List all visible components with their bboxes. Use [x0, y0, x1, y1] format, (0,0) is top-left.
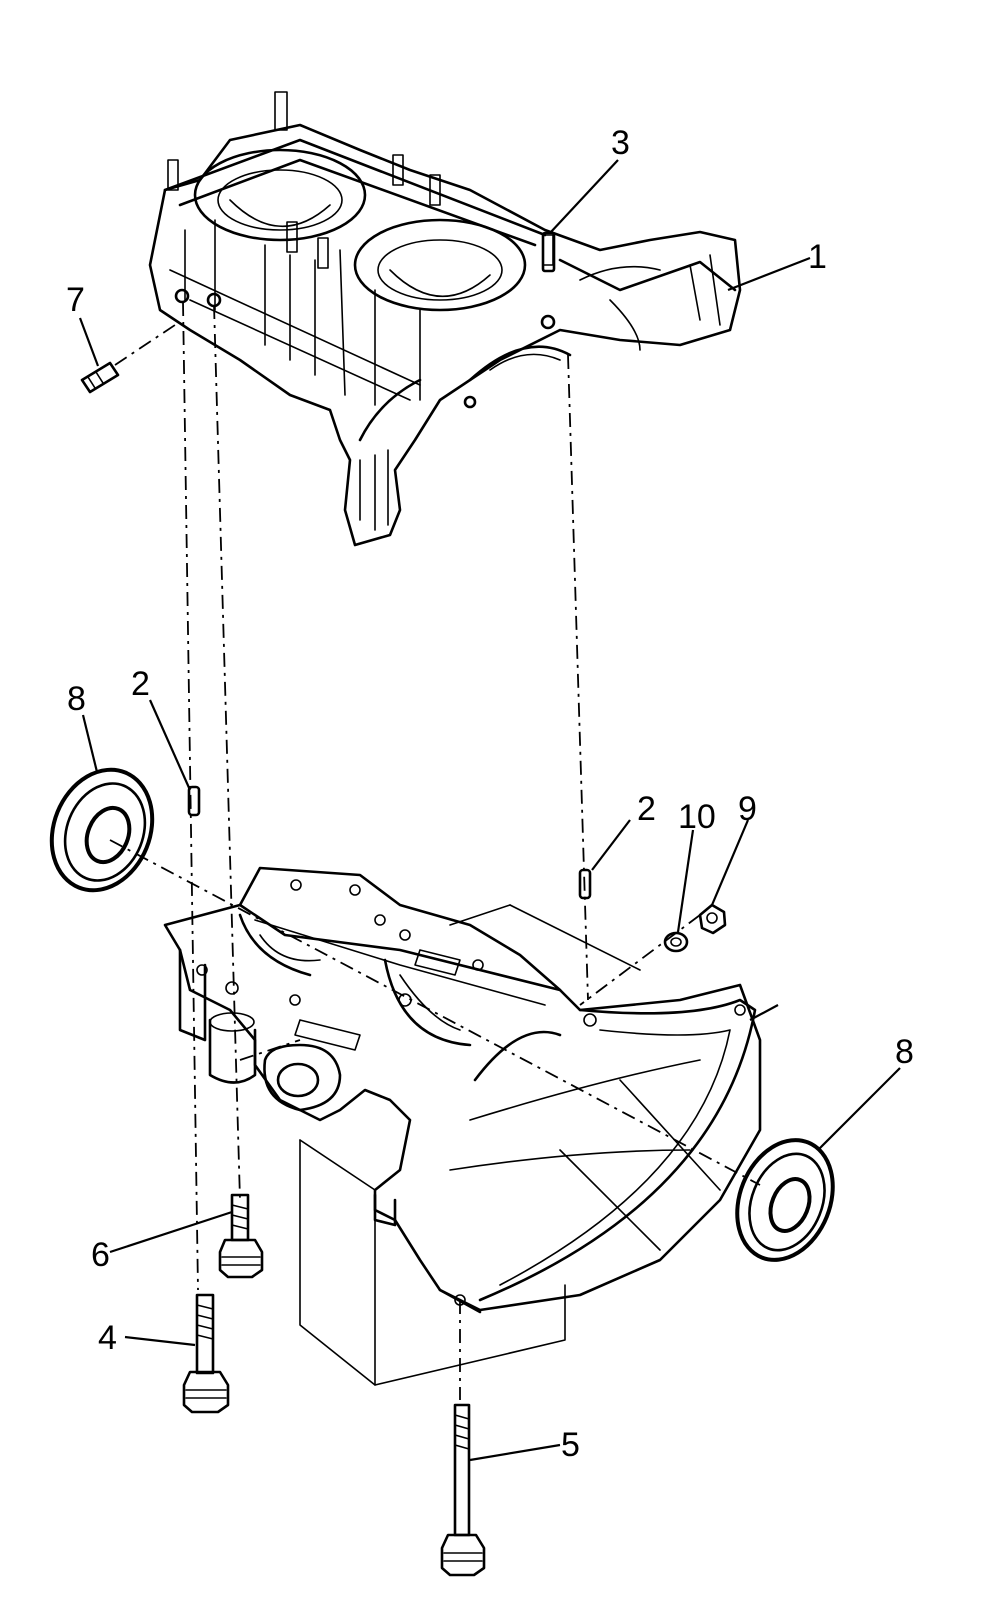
- dowel-pin-left: [187, 785, 201, 817]
- callout-2-right: 2: [637, 790, 656, 828]
- callout-7: 7: [66, 281, 85, 319]
- lower-crankcase-half: [163, 866, 762, 1386]
- callout-3: 3: [611, 124, 630, 162]
- callout-9: 9: [738, 790, 757, 828]
- bolt-long: [182, 1293, 230, 1414]
- leader-lines: [78, 159, 901, 1462]
- callout-5: 5: [561, 1426, 580, 1464]
- plug: [80, 361, 120, 394]
- bolt-short: [218, 1193, 264, 1279]
- callout-8-left: 8: [67, 680, 86, 718]
- dowel-pin-right: [578, 868, 592, 900]
- drain-plug: [698, 903, 727, 935]
- callout-6: 6: [91, 1236, 110, 1274]
- callout-1: 1: [808, 238, 827, 276]
- callout-4: 4: [98, 1319, 117, 1357]
- bolt-extra-long: [440, 1403, 486, 1577]
- upper-crankcase-half: [148, 91, 742, 547]
- stud: [541, 231, 556, 273]
- sealing-washer: [663, 931, 689, 953]
- callout-2-left: 2: [131, 665, 150, 703]
- callout-8-right: 8: [895, 1033, 914, 1071]
- alignment-lines: [109, 301, 761, 1400]
- oil-seal-left: [49, 767, 155, 893]
- callout-10: 10: [678, 798, 716, 836]
- oil-seal-right: [735, 1138, 835, 1262]
